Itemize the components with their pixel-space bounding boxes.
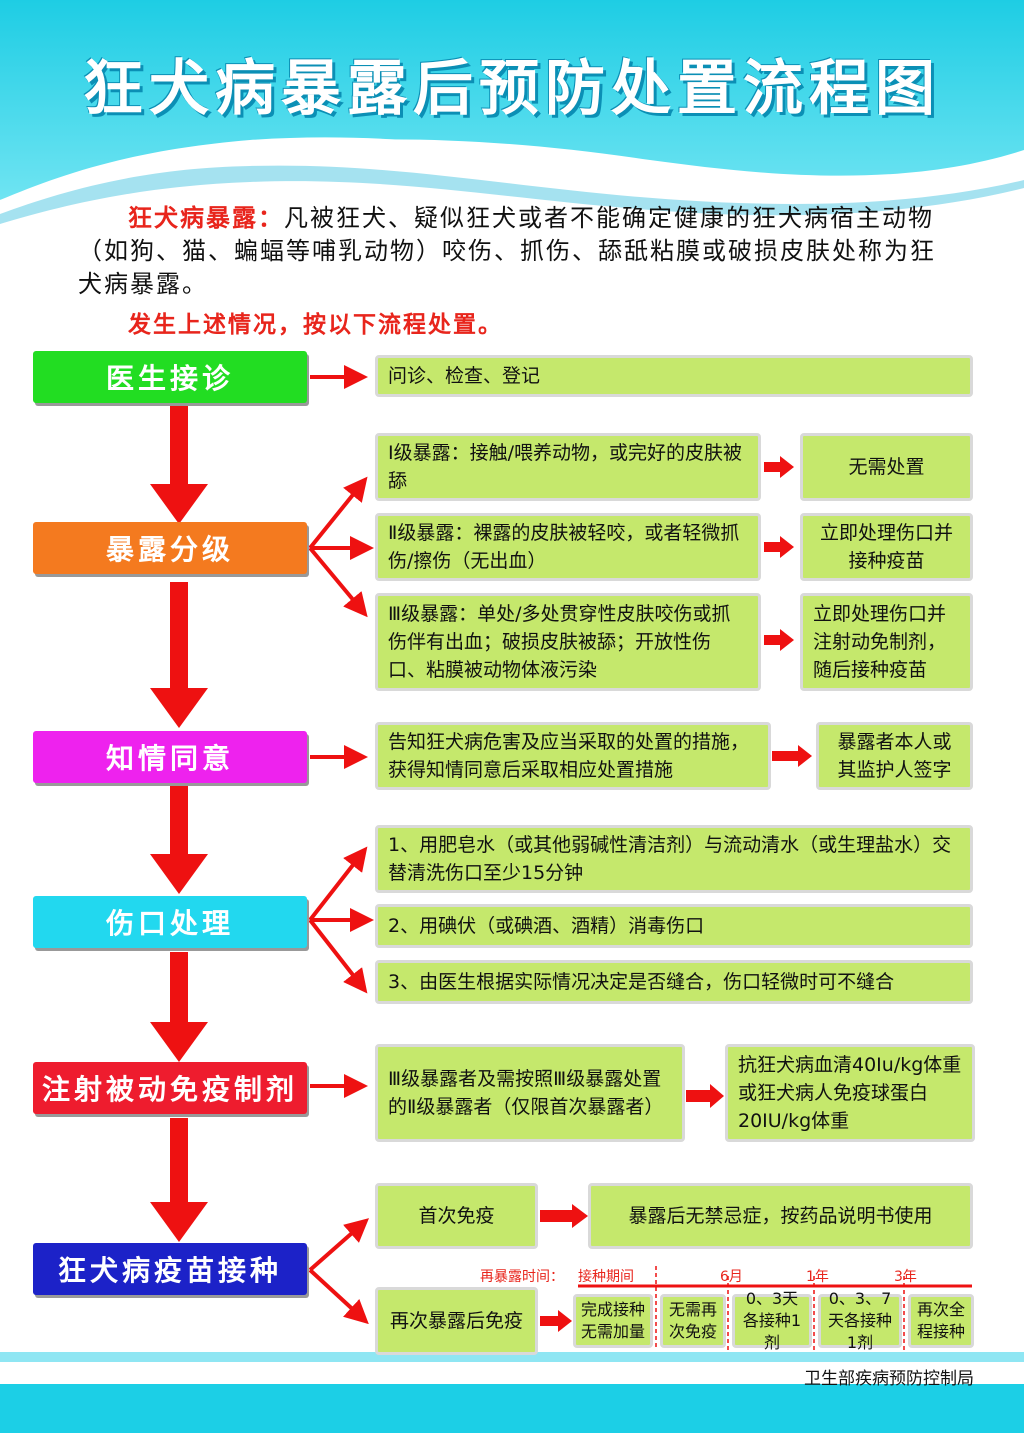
timeline-cell-5: 再次全程接种	[908, 1294, 974, 1348]
timeline-mark-period: 接种期间	[578, 1269, 634, 1285]
timeline-label: 再暴露时间：	[480, 1269, 564, 1285]
timeline-cell-2: 无需再次免疫	[660, 1294, 726, 1348]
consent-signer: 暴露者本人或其监护人签字	[816, 722, 973, 790]
passive-what: 抗狂犬病血清40Iu/kg体重或狂犬病人免疫球蛋白20IU/kg体重	[725, 1044, 975, 1142]
intro-label: 狂犬病暴露：	[128, 204, 284, 232]
timeline-cell-3: 0、3天各接种1剂	[732, 1289, 812, 1352]
grade-1-action: 无需处置	[800, 433, 973, 501]
grade-2-action: 立即处理伤口并接种疫苗	[800, 513, 973, 581]
step-reception: 医生接诊	[33, 351, 307, 403]
consent-desc: 告知狂犬病危害及应当采取的处置的措施，获得知情同意后采取相应处置措施	[375, 722, 771, 790]
vaccine-first-note: 暴露后无禁忌症，按药品说明书使用	[588, 1183, 973, 1249]
timeline-mark-3y: 3年	[894, 1269, 917, 1285]
footer-issuer: 卫生部疾病预防控制局	[804, 1369, 974, 1389]
wound-step-1: 1、用肥皂水（或其他弱碱性清洁剂）与流动清水（或生理盐水）交替清洗伤口至少15分…	[375, 825, 973, 893]
passive-who: Ⅲ级暴露者及需按照Ⅲ级暴露处置的Ⅱ级暴露者（仅限首次暴露者）	[375, 1044, 685, 1142]
grade-2-desc: Ⅱ级暴露：裸露的皮肤被轻咬，或者轻微抓伤/擦伤（无出血）	[375, 513, 761, 581]
vaccine-first: 首次免疫	[375, 1183, 538, 1249]
wound-step-2: 2、用碘伏（或碘酒、酒精）消毒伤口	[375, 904, 973, 948]
timeline-cell-1: 完成接种无需加量	[573, 1294, 653, 1348]
grade-3-action: 立即处理伤口并注射动免制剂，随后接种疫苗	[800, 593, 973, 691]
step-informed-consent: 知情同意	[33, 731, 307, 783]
step-vaccination: 狂犬病疫苗接种	[33, 1243, 307, 1295]
vaccine-again: 再次暴露后免疫	[375, 1287, 538, 1355]
timeline-cell-4: 0、3、7天各接种1剂	[818, 1289, 902, 1352]
intro-instruction: 发生上述情况，按以下流程处置。	[128, 312, 503, 338]
reception-detail: 问诊、检查、登记	[375, 355, 973, 397]
intro-paragraph: 狂犬病暴露：凡被狂犬、疑似狂犬或者不能确定健康的狂犬病宿主动物（如狗、猫、蝙蝠等…	[78, 202, 958, 301]
page-title: 狂犬病暴露后预防处置流程图	[83, 54, 941, 124]
step-wound-treatment: 伤口处理	[33, 896, 307, 948]
timeline-mark-1y: 1年	[806, 1269, 829, 1285]
grade-3-desc: Ⅲ级暴露：单处/多处贯穿性皮肤咬伤或抓伤伴有出血；破损皮肤被舔；开放性伤口、粘膜…	[375, 593, 761, 691]
intro-text: 凡被狂犬、疑似狂犬或者不能确定健康的狂犬病宿主动物（如狗、猫、蝙蝠等哺乳动物）咬…	[78, 204, 936, 298]
step-passive-immunization: 注射被动免疫制剂	[33, 1062, 307, 1114]
timeline-mark-6m: 6月	[720, 1269, 743, 1285]
wound-step-3: 3、由医生根据实际情况决定是否缝合，伤口轻微时可不缝合	[375, 960, 973, 1004]
step-exposure-grading: 暴露分级	[33, 522, 307, 574]
grade-1-desc: Ⅰ级暴露：接触/喂养动物，或完好的皮肤被舔	[375, 433, 761, 501]
